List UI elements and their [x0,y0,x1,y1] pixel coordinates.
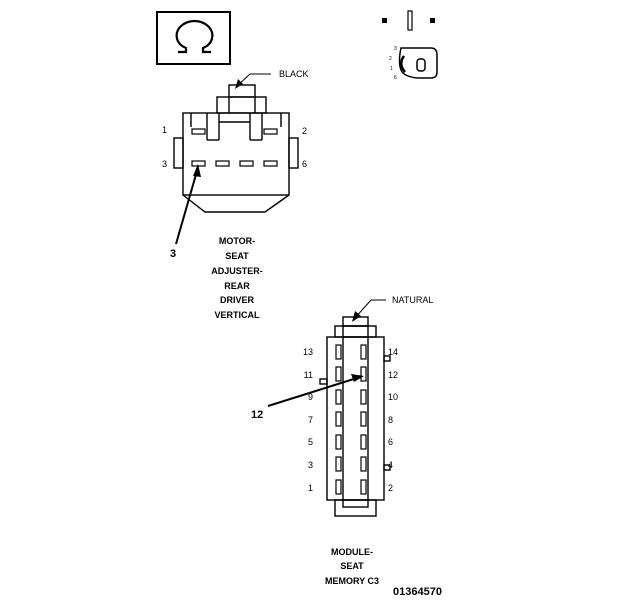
caption-a-line-3: ADJUSTER- [211,266,263,276]
pin-label-b-7: 7 [308,415,313,425]
pin-label-b-3: 3 [308,460,313,470]
cavity-b-2 [360,479,367,495]
connector-b-left-pins: 13 11 9 7 5 3 1 [303,347,313,493]
connector-b-housing [319,316,391,517]
cavity-a-4 [215,160,230,167]
cavity-b-4 [360,456,367,472]
key-number-1: 1 [390,66,393,72]
figure-id: 01364570 [393,586,442,598]
cavity-b-9 [335,389,342,405]
connector-b-caption: MODULE- SEAT MEMORY C3 [325,547,379,586]
caption-a-line-5: DRIVER [220,295,255,305]
caption-a-line-2: SEAT [225,251,249,261]
pin-label-b-14: 14 [388,347,398,357]
callout-arrow-b [267,374,364,407]
cavity-b-11 [335,366,342,382]
caption-b-line-1: MODULE- [331,547,373,557]
connector-a-housing [173,84,299,213]
connector-a-cavities [191,128,278,167]
cavity-b-1 [335,479,342,495]
caption-b-line-2: SEAT [340,561,364,571]
connector-b-cavities [335,344,367,495]
terminal-key-icon: 3 2 1 6 [382,10,438,81]
connector-a-caption: MOTOR- SEAT ADJUSTER- REAR DRIVER VERTIC… [211,236,263,320]
pin-label-b-6: 6 [388,437,393,447]
caption-a-line-1: MOTOR- [219,236,255,246]
cavity-b-6 [360,434,367,450]
cavity-b-8 [360,411,367,427]
caption-a-line-4: REAR [224,281,250,291]
pin-label-b-12: 12 [388,370,398,380]
pin-label-a-1: 1 [162,125,167,135]
pin-label-b-9: 9 [308,392,313,402]
connector-b-right-pins: 14 12 10 8 6 4 2 [388,347,398,493]
cavity-b-12 [360,366,367,382]
cavity-b-10 [360,389,367,405]
cavity-b-7 [335,411,342,427]
pin-label-b-10: 10 [388,392,398,402]
key-number-3: 3 [394,46,397,52]
connector-a-color-leader [235,73,271,89]
pin-label-b-11: 11 [304,370,313,380]
callout-label-a: 3 [170,248,176,260]
cavity-a-1 [191,128,206,135]
connector-b-color-label: NATURAL [392,295,433,305]
cavity-a-3 [191,160,206,167]
pin-label-a-3: 3 [162,159,167,169]
pin-label-b-5: 5 [308,437,313,447]
caption-a-line-6: VERTICAL [215,310,261,320]
pin-label-b-8: 8 [388,415,393,425]
callout-label-b: 12 [251,409,263,421]
cavity-a-5 [239,160,254,167]
pin-label-a-2: 2 [302,126,307,136]
cavity-a-6 [263,160,278,167]
key-number-2: 2 [389,56,392,62]
key-number-6: 6 [394,75,397,81]
pin-label-b-13: 13 [303,347,313,357]
connector-a-color-label: BLACK [279,69,309,79]
pin-label-b-1: 1 [308,483,313,493]
cavity-b-5 [335,434,342,450]
pin-label-b-4: 4 [388,460,393,470]
callout-arrow-a [175,164,201,245]
cavity-b-3 [335,456,342,472]
cavity-a-2 [263,128,278,135]
cavity-b-14 [360,344,367,360]
pin-label-a-6: 6 [302,159,307,169]
omega-symbol-icon [156,11,231,65]
connector-b-color-leader [352,299,386,322]
cavity-b-13 [335,344,342,360]
pin-label-b-2: 2 [388,483,393,493]
caption-b-line-3: MEMORY C3 [325,576,379,586]
